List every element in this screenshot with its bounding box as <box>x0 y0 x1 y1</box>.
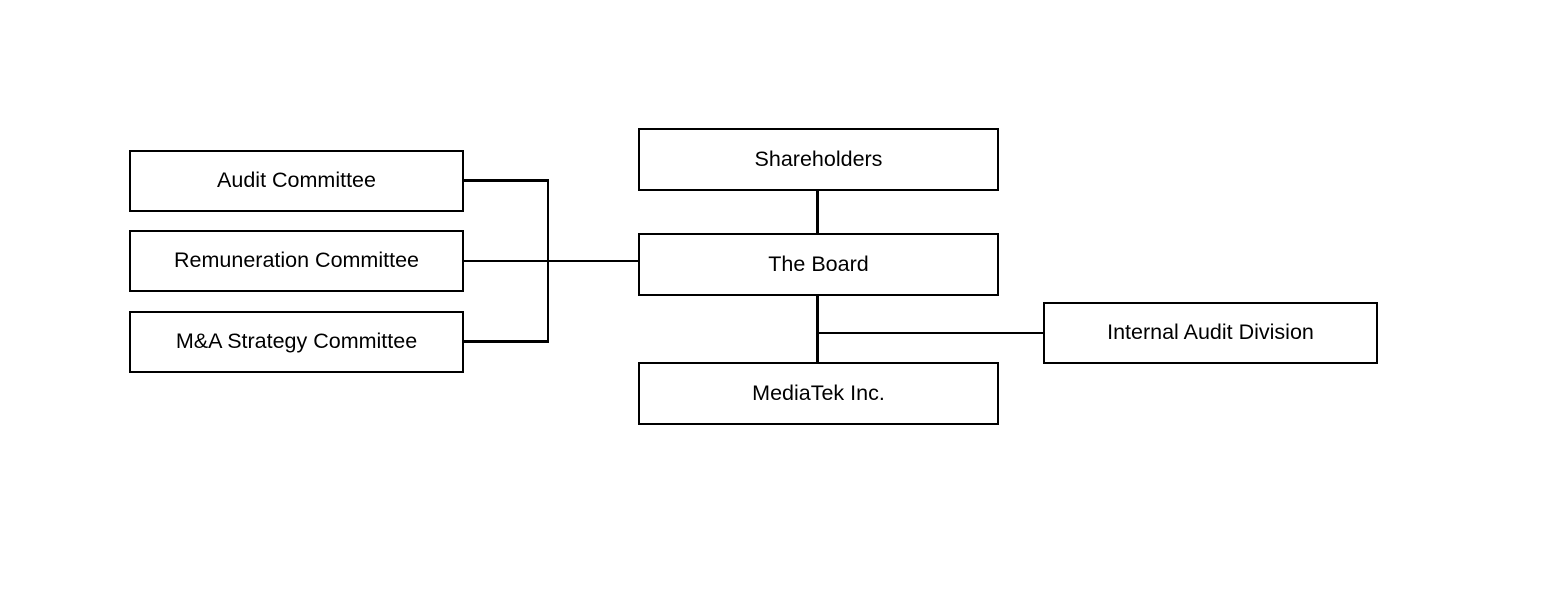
connector-board-to-mediatek <box>816 294 819 364</box>
node-label: Shareholders <box>754 146 883 171</box>
node-label: MediaTek Inc. <box>752 380 885 405</box>
node-internal-audit-division: Internal Audit Division <box>1043 302 1378 364</box>
connector-ma-strategy-committee-to-board <box>462 340 549 343</box>
connector-remuneration-committee-to-board <box>462 259 640 262</box>
node-shareholders: Shareholders <box>638 128 999 191</box>
connector-committees-vertical-bus <box>546 179 549 343</box>
node-label: Remuneration Committee <box>174 248 419 273</box>
node-label: The Board <box>768 251 869 276</box>
node-audit-committee: Audit Committee <box>129 150 464 212</box>
node-the-board: The Board <box>638 233 999 296</box>
connector-audit-committee-to-board <box>462 179 549 182</box>
node-label: Audit Committee <box>217 168 376 193</box>
connector-board-to-internal-audit <box>817 331 1045 334</box>
node-ma-strategy-committee: M&A Strategy Committee <box>129 311 464 373</box>
node-remuneration-committee: Remuneration Committee <box>129 230 464 292</box>
connector-shareholders-to-board <box>816 189 819 235</box>
node-label: Internal Audit Division <box>1107 320 1314 345</box>
node-mediatek-inc: MediaTek Inc. <box>638 362 999 425</box>
node-label: M&A Strategy Committee <box>175 329 418 354</box>
